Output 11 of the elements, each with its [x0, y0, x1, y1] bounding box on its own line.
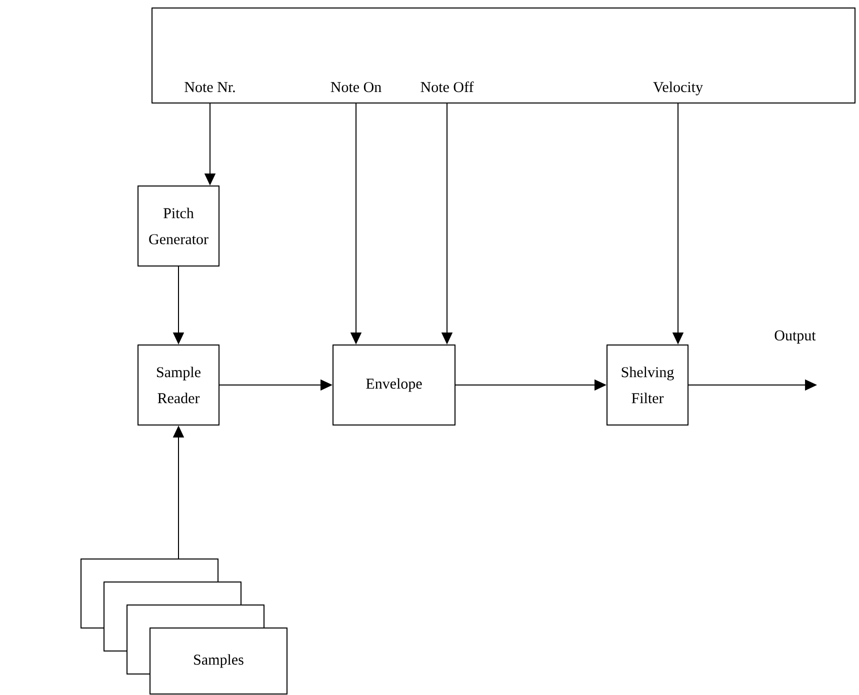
input-panel	[152, 8, 856, 104]
process-box: Shelving Filter	[606, 344, 688, 426]
sample-sheet: Samples	[150, 628, 288, 694]
process-box: Pitch Generator	[138, 186, 220, 266]
signal-label: Note Nr.	[184, 82, 235, 92]
process-box: Sample Reader	[138, 344, 220, 426]
output-label: Output	[774, 330, 816, 344]
signal-label: Note On	[330, 82, 382, 92]
signal-label: Note Off	[420, 81, 474, 92]
signal-label: Velocity	[653, 82, 703, 96]
process-box: Envelope	[332, 344, 456, 426]
